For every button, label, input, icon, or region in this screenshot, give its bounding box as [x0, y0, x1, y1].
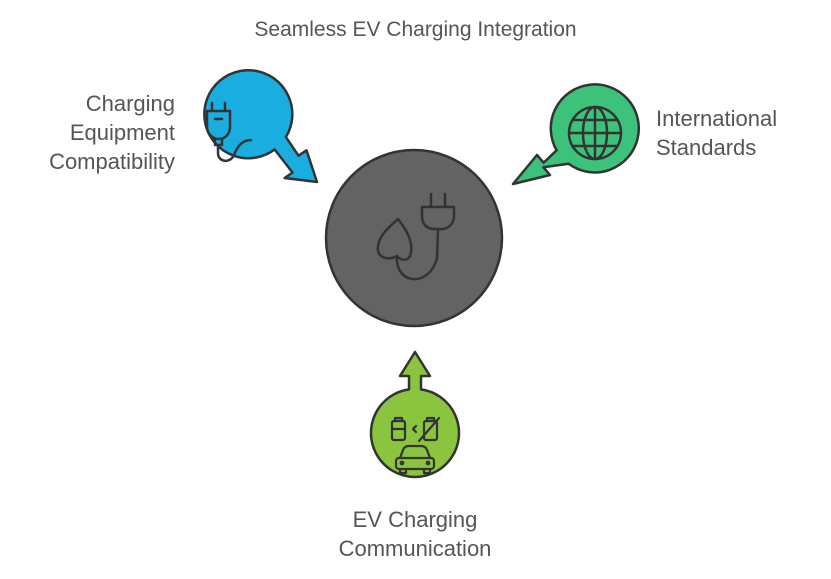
center-circle	[324, 148, 504, 328]
globe-icon	[567, 105, 623, 161]
diagram-title: Seamless EV Charging Integration	[254, 18, 577, 41]
label-line: Communication	[338, 536, 492, 561]
plug-cable-icon	[205, 101, 253, 162]
label-line: Charging	[85, 91, 175, 116]
label-line: EV Charging	[352, 507, 478, 532]
label-line: Standards	[656, 135, 757, 160]
node-international-standards	[511, 83, 641, 186]
center-node	[324, 148, 504, 328]
label-ev-charging-communication: EV Charging Communication	[265, 505, 565, 563]
node-ev-charging-communication	[369, 350, 461, 479]
battery-car-icon	[390, 416, 441, 475]
leaf-plug-icon	[376, 192, 456, 281]
left-node-arrow	[203, 68, 319, 184]
label-charging-equipment-compatibility: Charging Equipment Compatibility	[49, 89, 175, 176]
label-international-standards: International Standards	[656, 104, 777, 162]
bottom-node-arrow	[369, 350, 461, 479]
label-line: International	[656, 106, 778, 131]
node-charging-equipment-compatibility	[203, 68, 319, 184]
label-line: Compatibility	[49, 149, 175, 174]
label-line: Equipment	[69, 120, 175, 145]
